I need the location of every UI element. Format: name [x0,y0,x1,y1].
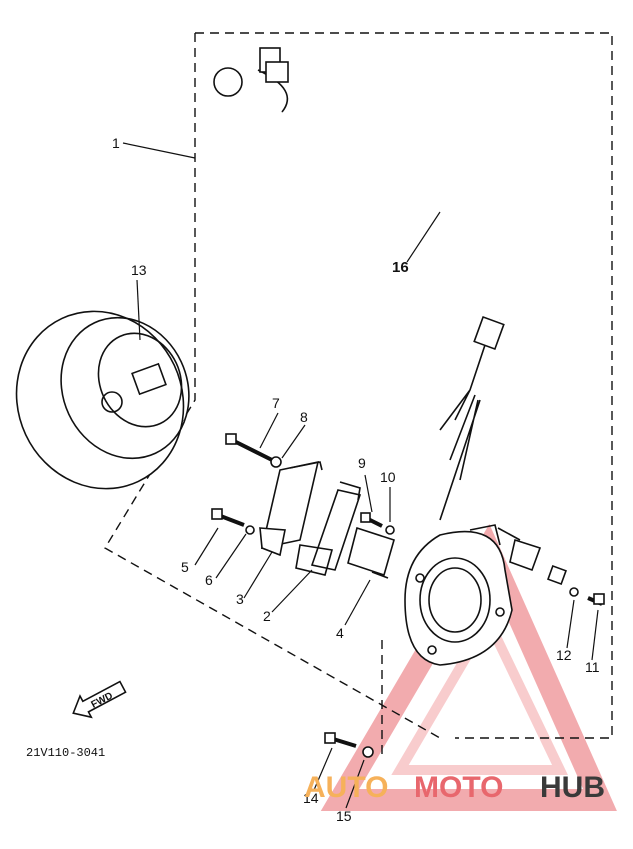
watermark-part-hub: HUB [540,771,605,804]
label-part-16: 16 [392,259,409,276]
watermark-logo: AUTO MOTO HUB [304,771,605,804]
connector-icon [213,67,243,97]
diagram-code: 21V110-3041 [26,746,105,760]
leader-lines [122,142,599,809]
label-part-6: 6 [205,572,213,588]
label-part-12: 12 [556,647,572,663]
watermark-triangle [320,523,617,811]
label-part-9: 9 [358,455,366,471]
label-part-14: 14 [303,790,319,806]
pulser-coil [259,460,323,557]
watermark-part-auto: AUTO [304,771,388,804]
label-part-15: 15 [336,808,352,824]
source-coil [347,526,395,579]
screw-7 [225,433,273,462]
screw-5 [211,508,245,527]
washer-8 [270,456,282,468]
watermark-part-moto: MOTO [414,771,503,804]
fwd-label: FWD [90,690,115,710]
forward-arrow-icon: FWD [72,680,127,719]
screw-11 [587,593,605,606]
label-part-8: 8 [300,409,308,425]
washer-15 [362,746,374,758]
label-part-4: 4 [336,625,344,641]
washer-10 [385,525,395,535]
stator-base-plate [404,524,513,666]
label-part-13: 13 [131,262,147,278]
label-part-1: 1 [112,135,120,151]
flywheel-rotor [15,310,190,490]
label-part-3: 3 [236,591,244,607]
label-part-10: 10 [380,469,396,485]
screw-9 [360,512,383,528]
label-part-11: 11 [585,659,600,675]
clip-bracket [497,527,567,585]
washer-12 [569,587,579,597]
screw-14 [324,732,357,748]
wire-harness [213,47,508,521]
label-part-2: 2 [263,608,271,624]
label-part-7: 7 [272,395,280,411]
washer-6 [245,525,255,535]
label-part-5: 5 [181,559,189,575]
charging-coil [295,481,362,576]
